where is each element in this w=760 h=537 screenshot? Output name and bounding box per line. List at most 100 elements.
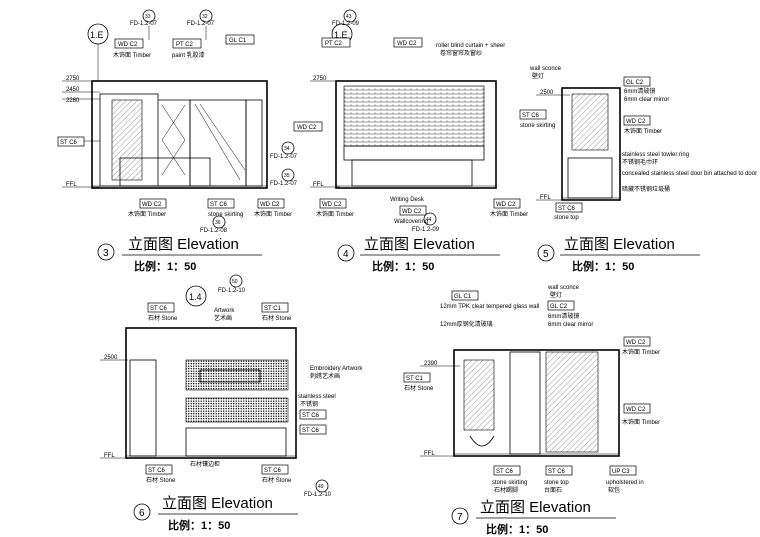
note-roller-blind-cn: 卷帘窗帘及窗纱 — [440, 49, 482, 57]
note-glass-wall-cn: 12mm厚钢化清玻璃 — [440, 320, 493, 328]
note-stone-top-e5: stone top — [554, 215, 579, 221]
note-stone-e6-d: 石材 Stone — [262, 476, 292, 484]
elevation-3-scale: 比例：1：50 — [134, 259, 196, 273]
tag-wd-c2-e5: WD C2 — [626, 119, 646, 125]
elevation-5-number: 5 — [543, 249, 549, 260]
tag-st-c6-e5: ST C6 — [522, 113, 540, 119]
level-ffl-e6: FFL — [104, 453, 115, 459]
note-wall-sconce-cn-e5: 壁灯 — [532, 72, 544, 80]
detail-ref-36-code: FD-1.2-08 — [200, 228, 228, 234]
note-glass-wall: 12mm TPK clear tempered glass wall — [440, 304, 539, 310]
tag-gl-c1: GL C1 — [229, 38, 247, 44]
level-ffl-e5: FFL — [540, 195, 551, 201]
detail-ref-44-num: 44 — [426, 217, 432, 223]
note-stone-e6-c: 石材 Stone — [146, 476, 176, 484]
tag-st-c6-e6-top: ST C6 — [150, 306, 168, 312]
detail-ref-49-num: 49 — [318, 484, 324, 490]
note-stone-e7: 石材 Stone — [404, 384, 434, 392]
note-stone-skirting-e7: stone skirting — [492, 480, 527, 486]
note-stainless: stainless steel — [298, 394, 336, 400]
tag-wd-c2-e4-bottom-b: WD C2 — [402, 209, 422, 215]
note-upholstered-cn: 软包 — [608, 486, 620, 494]
tag-st-c6-e5-bottom: ST C6 — [558, 206, 576, 212]
elevation-6-number: 6 — [139, 508, 145, 519]
elevation-7: 2390 FFL GL C1 12mm TPK clear tempered g… — [403, 285, 660, 536]
note-stone-top-e7: stone top — [544, 480, 569, 486]
note-timber-e7-b: 木饰面 Timber — [622, 418, 660, 426]
elevation-5: 2500 FFL wall sconce 壁灯 GL C2 6mm清玻镜 6mm… — [519, 66, 757, 273]
level-ffl: FFL — [66, 182, 77, 188]
elevation-4-number: 4 — [343, 249, 349, 260]
level-2500-e5: 2500 — [540, 90, 554, 96]
tag-gl-c2-e5: GL C2 — [626, 80, 644, 86]
tag-up-c3: UP C3 — [612, 469, 630, 475]
note-clear-mirror-e5-cn: 6mm清玻镜 — [624, 87, 655, 95]
note-roller-blind: roller blind curtain + sheer — [436, 43, 505, 49]
elevation-4: 2750 FFL 1.E 43 FD-1.2-09 PT C2 WD C2 ro… — [293, 9, 528, 273]
detail-ref-43-code: FD-1.2-09 — [332, 21, 360, 27]
tag-st-c1-e6: ST C1 — [264, 306, 282, 312]
note-door-bin-cn: 暗藏不锈钢垃圾桶 — [622, 185, 670, 193]
level-2750-e4: 2750 — [313, 76, 327, 82]
elevation-3-title: 立面图 Elevation — [128, 236, 239, 253]
tag-wd-c2-e7-b: WD C2 — [626, 407, 646, 413]
note-clear-mirror-e7: 6mm clear mirror — [548, 322, 593, 328]
note-wall-sconce-cn-e7: 壁灯 — [550, 291, 562, 299]
note-stainless-cn: 不锈钢 — [300, 400, 318, 408]
detail-ref-35-code: FD-1.2-07 — [270, 181, 298, 187]
note-timber-top: 木饰面 Timber — [113, 51, 151, 59]
tag-st-c6-e6-bottom-a: ST C6 — [148, 468, 166, 474]
level-ffl-e7: FFL — [424, 451, 435, 457]
note-timber-bottom-a: 木饰面 Timber — [128, 210, 166, 218]
note-clear-mirror-e5: 6mm clear mirror — [624, 97, 669, 103]
section-mark-6: 1.4 — [189, 292, 202, 302]
note-stone-skirting-cn-e7: 石材踢脚 — [494, 486, 518, 494]
note-stone-skirting-e5: stone skirting — [520, 123, 555, 129]
level-2450: 2450 — [66, 87, 80, 93]
note-embroidery: Embroidery Artwork — [310, 366, 363, 372]
note-upholstered: upholstered in — [606, 480, 644, 486]
elevation-5-scale: 比例：1：50 — [572, 259, 634, 273]
note-embroidery-cn: 刺绣艺术画 — [310, 372, 340, 380]
tag-st-c6-e7-a: ST C6 — [496, 469, 514, 475]
note-towel-ring-cn: 不锈钢毛巾环 — [622, 158, 658, 166]
level-ffl-e4: FFL — [313, 182, 324, 188]
tag-st-c1-e7: ST C1 — [406, 376, 424, 382]
elevation-7-title: 立面图 Elevation — [480, 499, 591, 516]
tag-wd-c2-e7-a: WD C2 — [626, 340, 646, 346]
tag-pt-c2-e4: PT C2 — [325, 41, 343, 47]
level-2390: 2390 — [424, 361, 438, 367]
tag-gl-c1-e7: GL C1 — [454, 294, 472, 300]
detail-ref-35-num: 35 — [284, 173, 290, 179]
section-mark-3: 1.E — [90, 30, 104, 40]
note-writing-desk: Writing Desk — [390, 197, 425, 203]
elevation-4-scale: 比例：1：50 — [372, 259, 434, 273]
note-stone-skirting-3: stone skirting — [208, 212, 243, 218]
tag-wd-c2-e4-bottom-c: WD C2 — [496, 202, 516, 208]
tag-st-c6-e6-bottom-b: ST C6 — [264, 468, 282, 474]
detail-ref-33-code: FD-1.2-07 — [130, 21, 158, 27]
tag-wd-c2-bottom-a: WD C2 — [142, 202, 162, 208]
elevation-6-title: 立面图 Elevation — [162, 495, 273, 512]
tag-wd-c2-e4-left: WD C2 — [297, 125, 317, 131]
note-wall-sconce-e5: wall sconce — [529, 66, 562, 72]
note-artwork: Artwork — [214, 308, 235, 314]
elevation-7-scale: 比例：1：50 — [486, 522, 548, 536]
note-stone-e6-a: 石材 Stone — [148, 314, 178, 322]
note-timber-bottom-b: 木饰面 Timber — [254, 210, 292, 218]
tag-st-c6-left: ST C6 — [60, 140, 78, 146]
elevation-4-title: 立面图 Elevation — [364, 236, 475, 253]
detail-ref-50-num: 50 — [232, 279, 238, 285]
tag-wd-c2-bottom-b: WD C2 — [260, 202, 280, 208]
note-cabinet-cn: 石材镶边柜 — [190, 460, 220, 468]
note-timber-e7-a: 木饰面 Timber — [622, 348, 660, 356]
elevation-3-number: 3 — [103, 248, 109, 259]
note-timber-e5: 木饰面 Timber — [624, 127, 662, 135]
note-stone-e6-b: 石材 Stone — [262, 314, 292, 322]
detail-ref-36-num: 36 — [215, 220, 221, 226]
detail-ref-33-num: 33 — [145, 14, 151, 20]
note-clear-mirror-e7-cn: 6mm清玻镜 — [548, 312, 579, 320]
note-paint: paint 乳胶漆 — [172, 51, 205, 59]
note-stone-top-cn-e7: 台面石 — [544, 486, 562, 494]
